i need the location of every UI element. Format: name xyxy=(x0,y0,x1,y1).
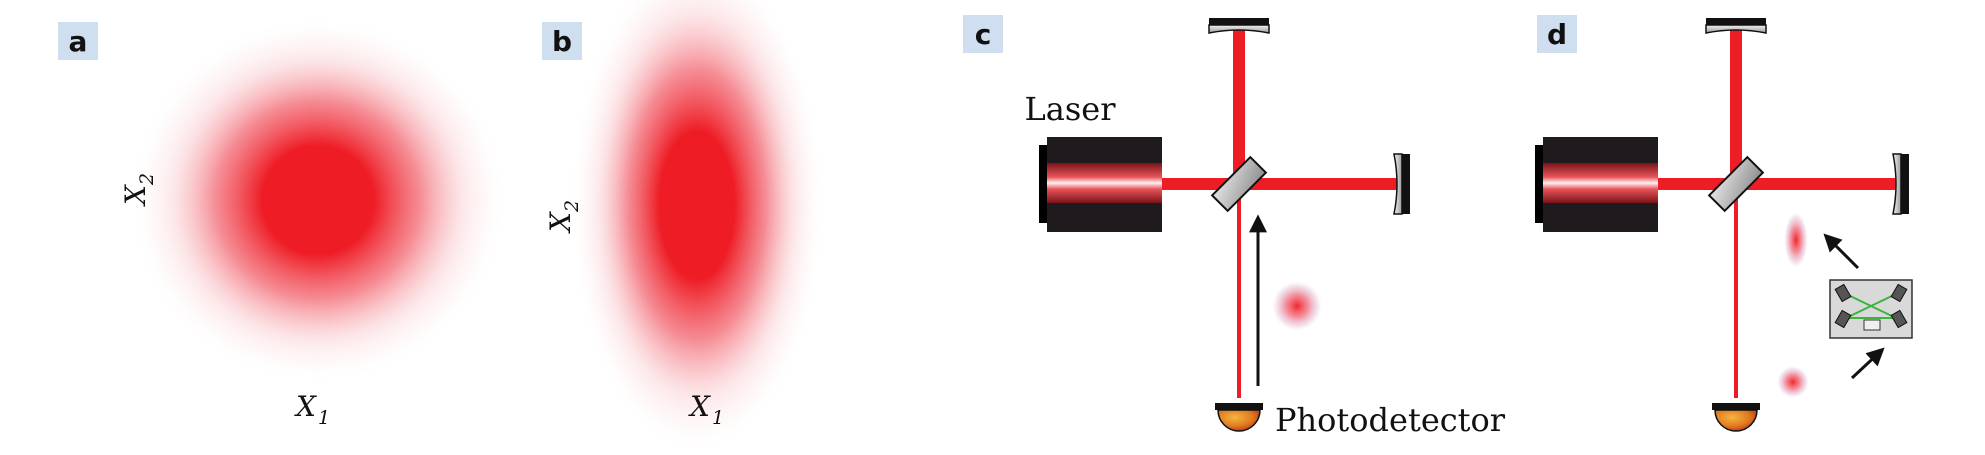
arrow-into-squeezer xyxy=(1850,347,1885,380)
laser-backplate xyxy=(1039,145,1047,223)
laser-cavity xyxy=(1543,163,1658,203)
mirror-right xyxy=(1892,153,1909,215)
vacuum-state-blob xyxy=(1272,281,1322,331)
squeezed-vacuum-blob xyxy=(1784,212,1808,268)
svg-text:1: 1 xyxy=(318,407,330,429)
laser xyxy=(1039,137,1162,232)
panel-c-label-bg xyxy=(963,15,1003,53)
panel-d: d xyxy=(1535,15,1913,432)
panel-b-label: b xyxy=(552,25,572,58)
svg-text:X: X xyxy=(688,390,711,423)
output-beam xyxy=(1734,188,1738,398)
panel-a-y-axis-label: X 2 xyxy=(119,173,158,207)
svg-text:2: 2 xyxy=(136,173,158,186)
squeezer-cavity-beam xyxy=(1845,293,1897,319)
panel-a: a X 2 X 1 xyxy=(58,20,503,429)
svg-text:1: 1 xyxy=(712,407,724,429)
photodetector xyxy=(1712,403,1760,432)
svg-text:X: X xyxy=(544,211,577,234)
squeezer-mirror xyxy=(1890,309,1908,329)
mirror-top xyxy=(1705,18,1767,34)
squeezer-mirror xyxy=(1890,283,1908,303)
squeezer-mirror xyxy=(1834,309,1852,329)
panel-d-label-bg xyxy=(1537,15,1577,53)
beamsplitter xyxy=(1210,155,1268,213)
vertical-arm-beam xyxy=(1233,25,1245,185)
laser-backplate xyxy=(1535,145,1543,223)
horizontal-arm-beam xyxy=(1655,178,1905,190)
panel-b-x-axis-label: X 1 xyxy=(688,390,724,429)
panel-b-label-bg xyxy=(542,22,582,60)
output-beam xyxy=(1237,188,1241,398)
coherent-state-blob xyxy=(133,20,503,380)
svg-text:2: 2 xyxy=(561,200,583,213)
mirror-right xyxy=(1393,153,1410,215)
vacuum-state-blob xyxy=(1777,366,1809,398)
nonlinear-crystal xyxy=(1863,319,1881,331)
squeezer xyxy=(1829,279,1913,339)
panel-a-label-bg xyxy=(58,22,98,60)
panel-a-x-axis-label: X 1 xyxy=(294,390,330,429)
photodetector xyxy=(1215,403,1263,432)
laser xyxy=(1535,137,1658,232)
squeezer-mirror xyxy=(1834,283,1852,303)
arrow-out-of-squeezer xyxy=(1823,233,1860,270)
panel-c-label: c xyxy=(975,18,992,51)
panel-d-label: d xyxy=(1547,18,1567,51)
laser-cavity xyxy=(1047,163,1162,203)
squeezed-state-blob xyxy=(572,0,822,450)
beamsplitter xyxy=(1707,155,1765,213)
svg-text:X: X xyxy=(119,184,152,207)
mirror-top xyxy=(1208,18,1270,34)
panel-a-label: a xyxy=(69,25,88,58)
panel-b-y-axis-label: X 2 xyxy=(544,200,583,234)
horizontal-arm-beam xyxy=(1160,178,1410,190)
vertical-arm-beam xyxy=(1730,25,1742,185)
photodetector-label: Photodetector xyxy=(1275,401,1506,439)
panel-b: b X 2 X 1 xyxy=(542,0,822,450)
panel-c: c Laser Photodetector xyxy=(963,15,1506,439)
laser-label: Laser xyxy=(1025,90,1117,128)
svg-text:X: X xyxy=(294,390,317,423)
